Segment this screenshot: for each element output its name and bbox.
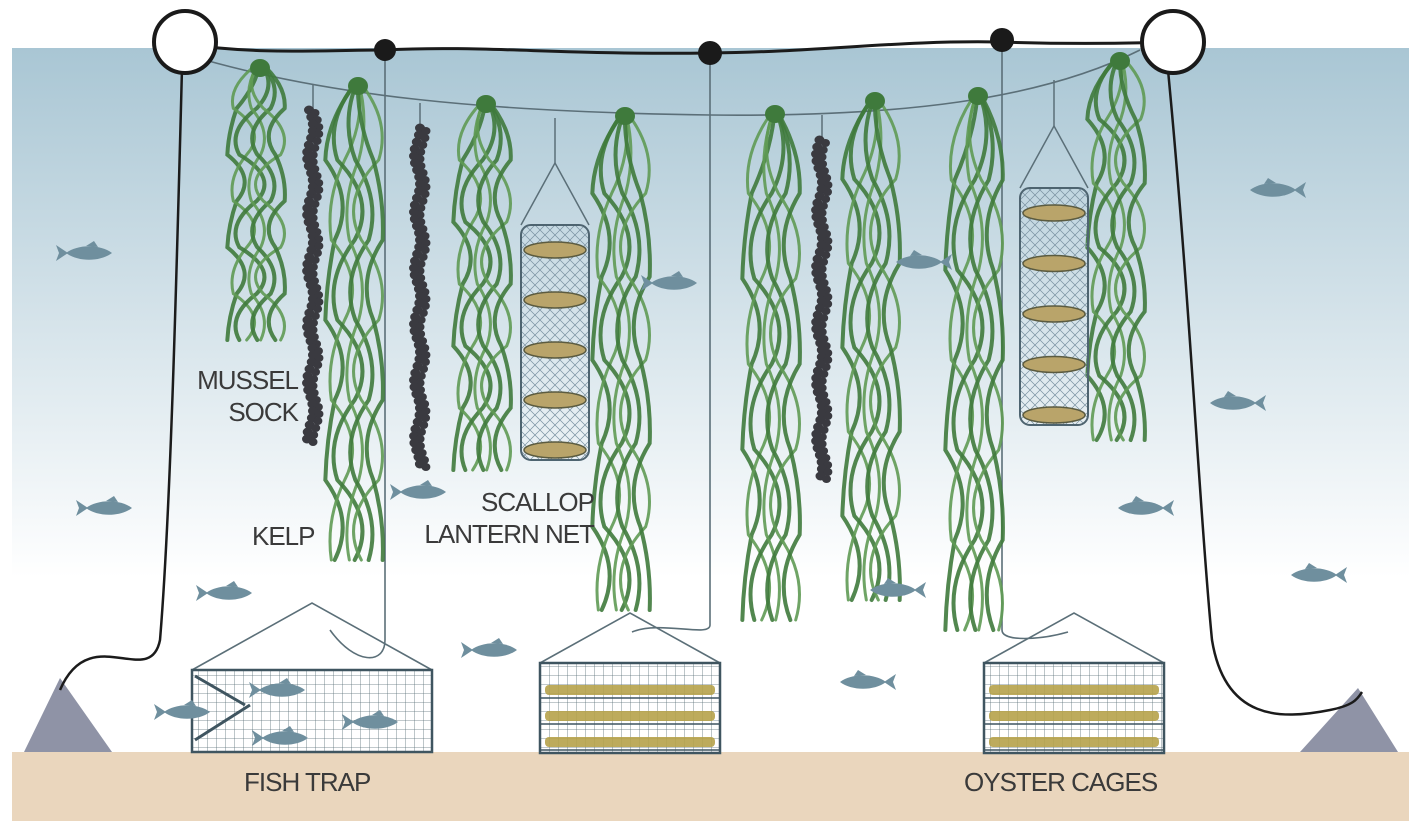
seabed — [12, 752, 1409, 821]
float-icon — [698, 41, 722, 65]
float-icon — [374, 39, 396, 61]
label-mussel-sock: MUSSEL SOCK — [186, 364, 298, 428]
label-mussel-sock-line1: MUSSEL — [186, 364, 298, 396]
float-icon — [990, 28, 1014, 52]
buoy-icon — [1142, 11, 1204, 73]
label-scallop-line1: SCALLOP — [398, 486, 594, 518]
label-fish-trap: FISH TRAP — [244, 766, 370, 798]
label-mussel-sock-line2: SOCK — [186, 396, 298, 428]
label-scallop-lantern-net: SCALLOP LANTERN NET — [398, 486, 594, 550]
label-oyster-cages: OYSTER CAGES — [964, 766, 1157, 798]
label-kelp: KELP — [252, 520, 315, 552]
buoy-icon — [154, 11, 216, 73]
label-scallop-line2: LANTERN NET — [398, 518, 594, 550]
